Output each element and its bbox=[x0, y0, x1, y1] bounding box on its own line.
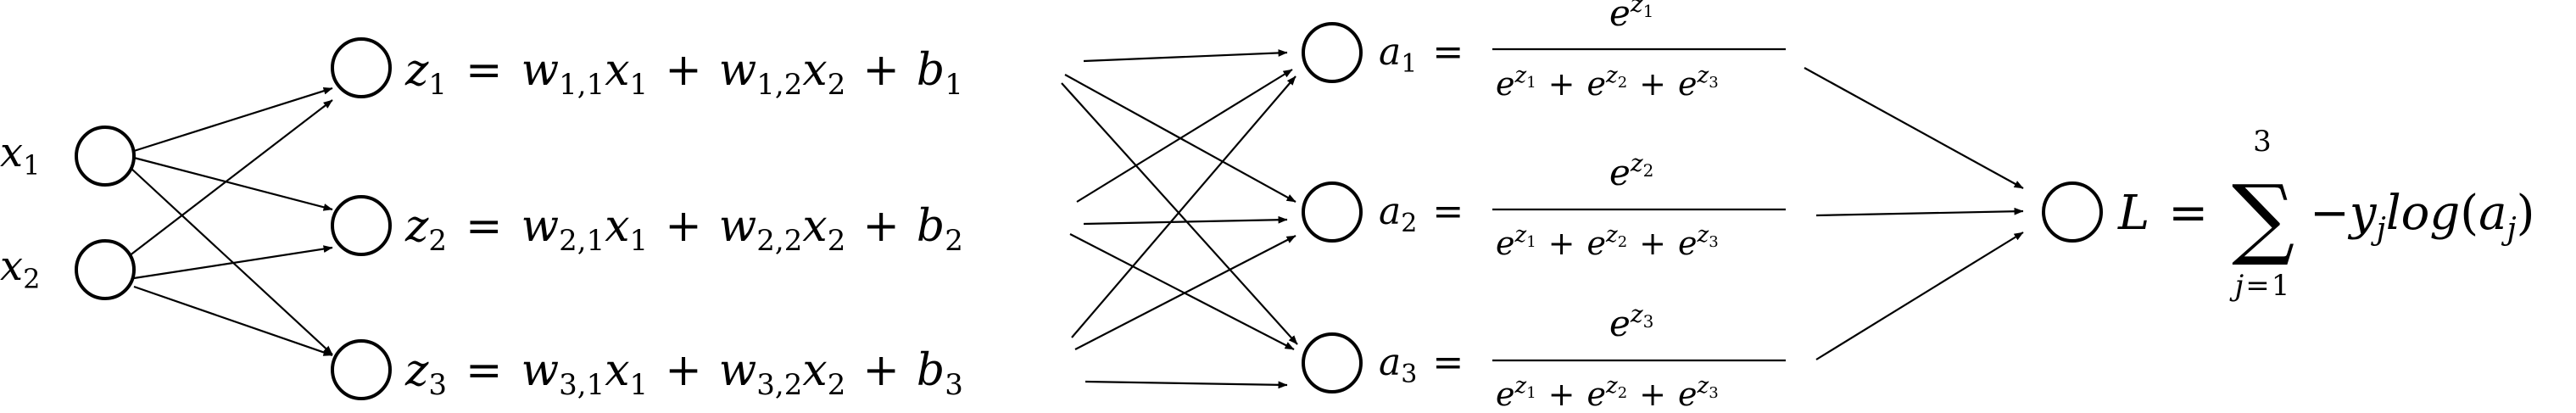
edge-a1-L bbox=[1804, 67, 2024, 189]
loss-term: −yjlog(aj) bbox=[2310, 186, 2535, 247]
hidden-layer bbox=[331, 37, 392, 400]
label-x1: x1 bbox=[0, 129, 40, 181]
edge-z3-a2 bbox=[1074, 235, 1296, 350]
edge-z2-a2 bbox=[1083, 215, 1288, 226]
edge-x1-z2 bbox=[133, 156, 333, 211]
edge-x1-z1 bbox=[133, 87, 333, 153]
softmax-a1: a1= ez1 ez1+ez2+ez3 bbox=[1379, 0, 1786, 103]
softmax-a1-denominator: ez1+ez2+ez3 bbox=[1496, 63, 1719, 103]
edge-z1-a3 bbox=[1061, 82, 1298, 345]
edge-a2-L bbox=[1815, 207, 2024, 217]
softmax-a3-denominator: ez1+ez2+ez3 bbox=[1496, 373, 1719, 413]
edge-x1-z3 bbox=[130, 167, 333, 355]
node-z2 bbox=[331, 195, 392, 256]
edge-z3-a3 bbox=[1084, 380, 1288, 389]
edge-z1-a1 bbox=[1083, 49, 1288, 63]
softmax-a3-numerator: ez3 bbox=[1609, 300, 1653, 344]
softmax-a2-lhs: a2= bbox=[1379, 190, 1464, 238]
softmax-a2: a2= ez2 ez1+ez2+ez3 bbox=[1379, 149, 1786, 262]
equation-z1: z1=w1,1x1+w1,2x2+b1 bbox=[404, 45, 963, 102]
edge-x2-z1 bbox=[128, 99, 333, 257]
label-x2: x2 bbox=[0, 243, 40, 295]
node-a2 bbox=[1302, 181, 1363, 243]
softmax-a2-denominator: ez1+ez2+ez3 bbox=[1496, 222, 1719, 262]
edges-hidden-to-softmax bbox=[1061, 49, 1298, 389]
loss-lhs: L= bbox=[2117, 186, 2208, 241]
softmax-a3: a3= ez3 ez1+ez2+ez3 bbox=[1379, 300, 1786, 413]
edge-x2-z3 bbox=[133, 285, 333, 357]
softmax-layer bbox=[1302, 22, 1363, 393]
node-a3 bbox=[1302, 332, 1363, 393]
input-labels: x1 x2 bbox=[0, 129, 40, 295]
node-a1 bbox=[1302, 22, 1363, 83]
edge-z3-a1 bbox=[1071, 75, 1296, 338]
loss-layer bbox=[2042, 181, 2103, 243]
softmax-a1-numerator: ez1 bbox=[1609, 0, 1653, 34]
edge-z2-a1 bbox=[1076, 69, 1293, 203]
node-z3 bbox=[331, 339, 392, 400]
softmax-a2-numerator: ez2 bbox=[1609, 149, 1653, 193]
softmax-a3-lhs: a3= bbox=[1379, 341, 1464, 389]
sum-symbol: ∑ bbox=[2232, 165, 2294, 269]
sum-lower-limit: j=1 bbox=[2229, 269, 2290, 303]
node-L bbox=[2042, 181, 2103, 243]
softmax-a1-lhs: a1= bbox=[1379, 31, 1464, 79]
loss-equation: L= ∑ 3 j=1 −yjlog(aj) bbox=[2117, 125, 2535, 303]
equation-z3: z3=w3,1x1+w3,2x2+b3 bbox=[404, 345, 963, 402]
softmax-equations: a1= ez1 ez1+ez2+ez3 a2= ez2 ez1+ez2+ez3 bbox=[1379, 0, 1786, 413]
edge-x2-z2 bbox=[133, 245, 333, 280]
input-layer bbox=[75, 126, 136, 300]
edges-softmax-to-loss bbox=[1804, 67, 2024, 360]
edge-a3-L bbox=[1815, 232, 2024, 360]
sum-upper-limit: 3 bbox=[2253, 125, 2272, 159]
node-x1 bbox=[75, 126, 136, 187]
equation-z2: z2=w2,1x1+w2,2x2+b2 bbox=[404, 201, 963, 258]
edge-z2-a3 bbox=[1069, 233, 1295, 350]
node-x2 bbox=[75, 239, 136, 300]
node-z1 bbox=[331, 37, 392, 98]
edges-input-to-hidden bbox=[128, 87, 333, 357]
hidden-equations: z1=w1,1x1+w1,2x2+b1 z2=w2,1x1+w2,2x2+b2 … bbox=[404, 45, 963, 402]
